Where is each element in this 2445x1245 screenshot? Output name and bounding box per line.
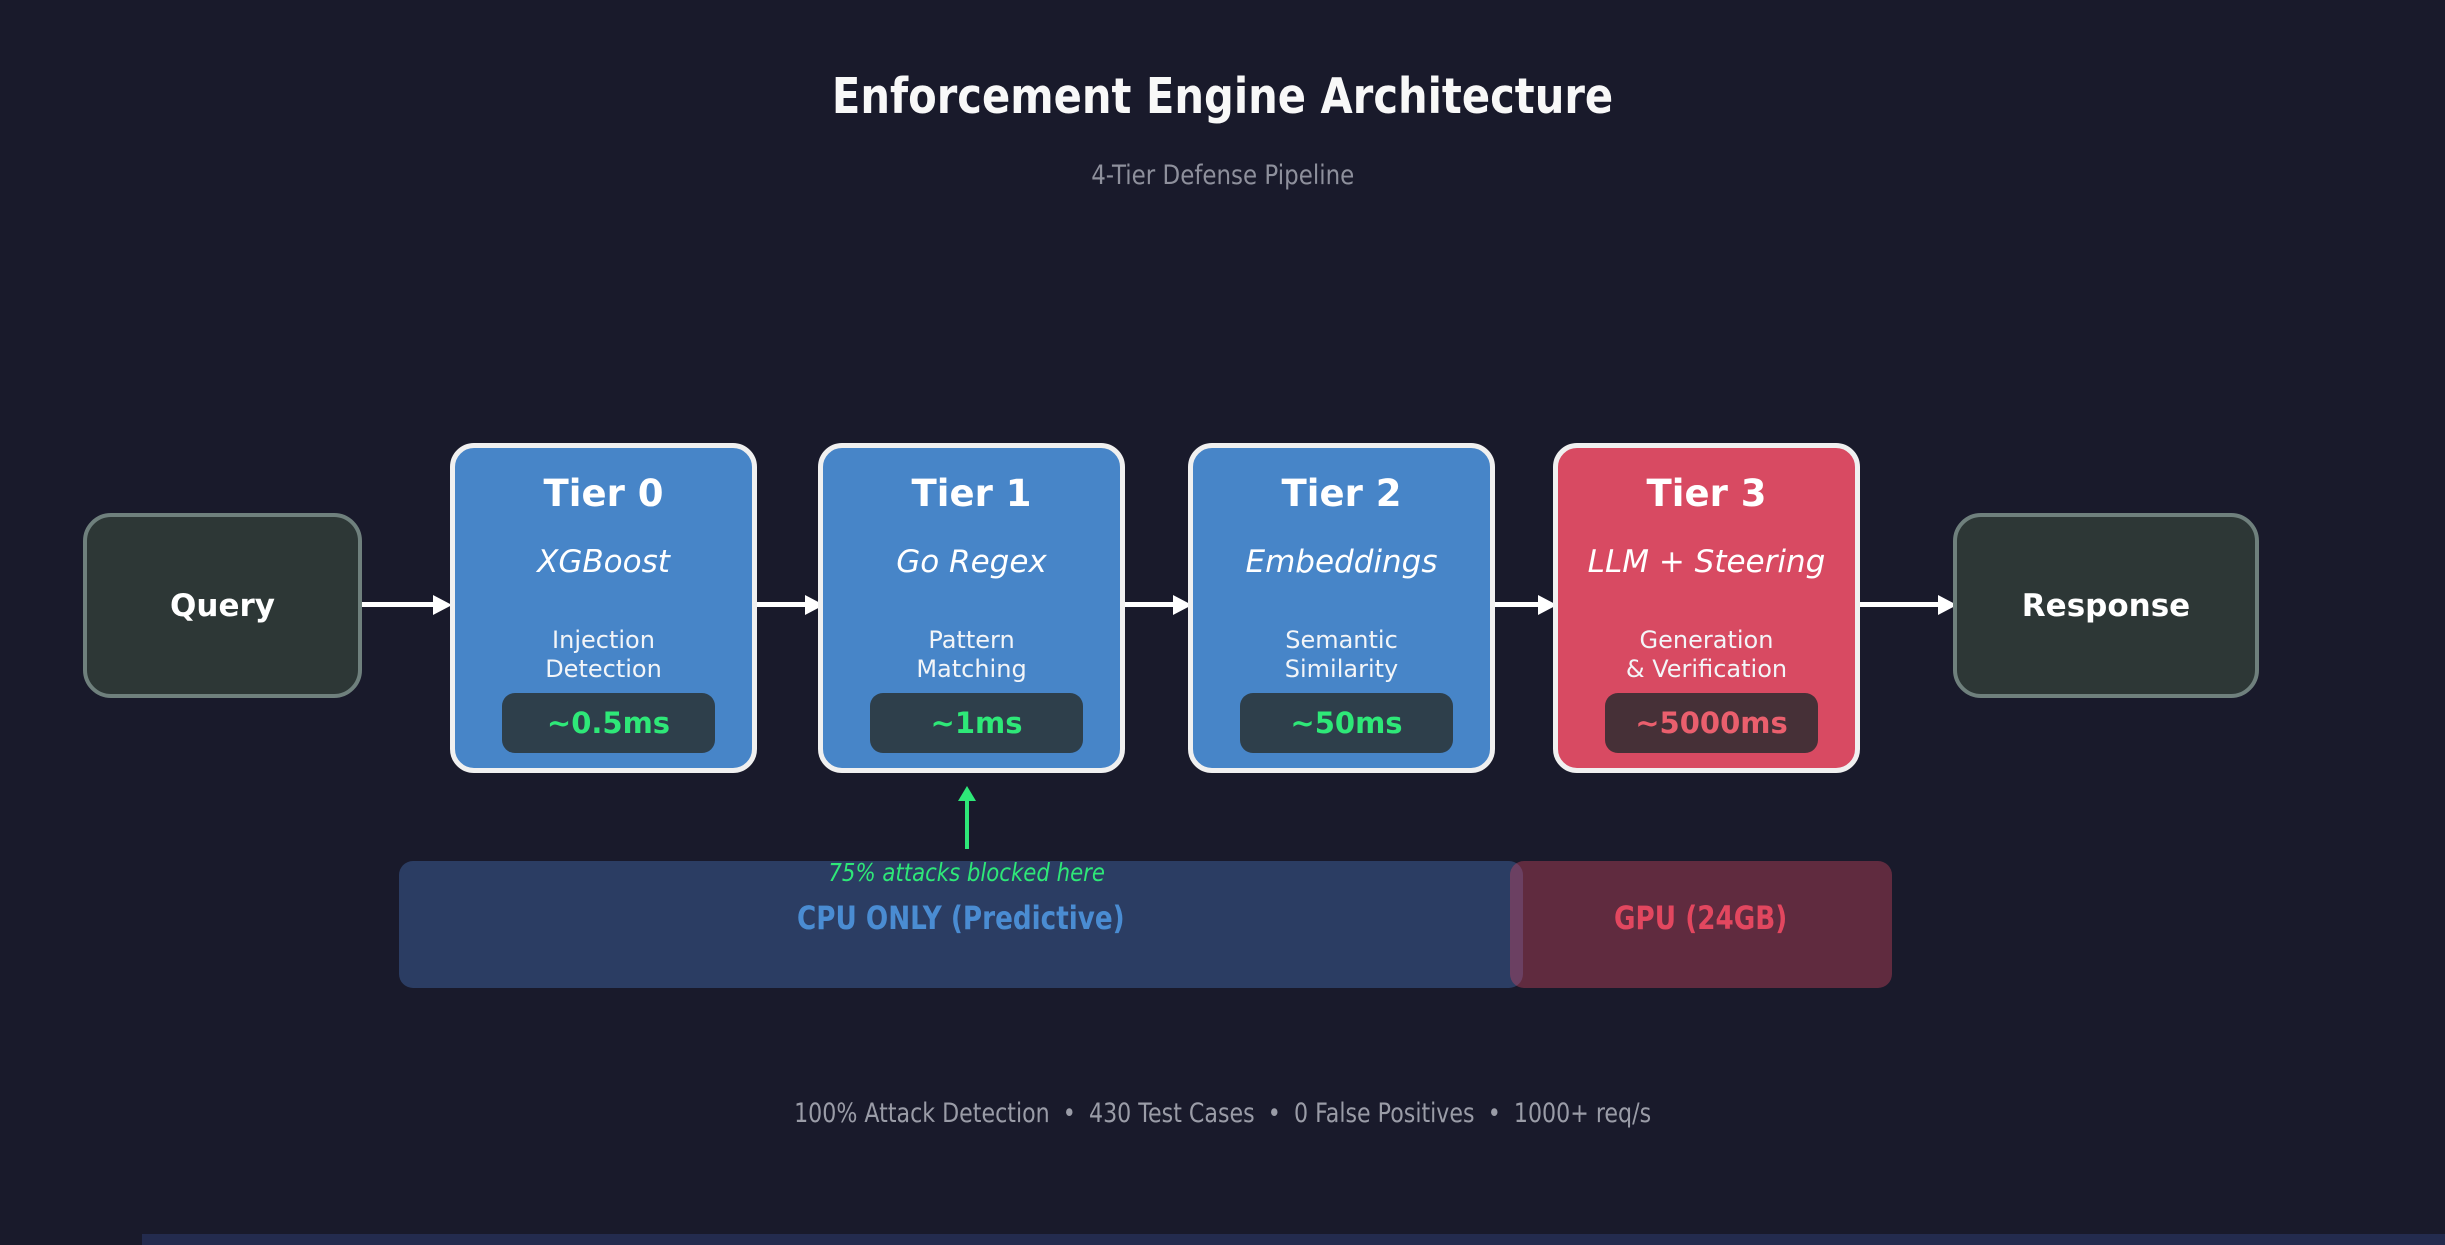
arrow-tier1-to-tier2 bbox=[1120, 594, 1192, 615]
tier-1-tech: Go Regex bbox=[896, 544, 1047, 580]
stat-separator: • bbox=[1062, 1098, 1076, 1129]
tier-1-name: Tier 1 bbox=[911, 472, 1032, 515]
tier-0-name: Tier 0 bbox=[543, 472, 664, 515]
tier-2-tech: Embeddings bbox=[1245, 544, 1438, 580]
tier-0-desc: Injection Detection bbox=[545, 626, 662, 683]
tier-1-desc: Pattern Matching bbox=[916, 626, 1027, 683]
tier-0-node: Tier 0 XGBoost Injection Detection ~0.5m… bbox=[450, 443, 757, 773]
query-node: Query bbox=[83, 513, 362, 698]
arrow-query-to-tier0 bbox=[356, 594, 452, 615]
page-subtitle: 4-Tier Defense Pipeline bbox=[1090, 160, 1355, 191]
query-node-label: Query bbox=[170, 587, 275, 624]
cpu-band-label: CPU ONLY (Predictive) bbox=[797, 899, 1125, 937]
tier-1-latency-badge: ~1ms bbox=[870, 693, 1083, 753]
stat-throughput: 1000+ req/s bbox=[1513, 1098, 1652, 1129]
gpu-band bbox=[1510, 861, 1892, 988]
cpu-band bbox=[399, 861, 1523, 988]
blocked-here-annotation: 75% attacks blocked here bbox=[828, 858, 1106, 887]
tier-2-latency-badge: ~50ms bbox=[1240, 693, 1453, 753]
blocked-here-arrowhead-icon bbox=[958, 786, 976, 801]
arrowhead-icon bbox=[1938, 594, 1957, 615]
arrow-tier0-to-tier1 bbox=[752, 594, 824, 615]
stat-separator: • bbox=[1487, 1098, 1501, 1129]
gpu-band-label: GPU (24GB) bbox=[1614, 899, 1788, 937]
tier-2-desc: Semantic Similarity bbox=[1284, 626, 1399, 683]
tier-3-node: Tier 3 LLM + Steering Generation & Verif… bbox=[1553, 443, 1860, 773]
tier-0-latency-badge: ~0.5ms bbox=[502, 693, 715, 753]
arrowhead-icon bbox=[1538, 594, 1557, 615]
tier-1-node: Tier 1 Go Regex Pattern Matching ~1ms bbox=[818, 443, 1125, 773]
arrow-tier2-to-tier3 bbox=[1490, 594, 1557, 615]
arrow-tier3-to-response bbox=[1856, 594, 1957, 615]
page-title: Enforcement Engine Architecture bbox=[831, 68, 1614, 125]
stat-separator: • bbox=[1267, 1098, 1281, 1129]
stat-test-cases: 430 Test Cases bbox=[1088, 1098, 1255, 1129]
response-node: Response bbox=[1953, 513, 2259, 698]
arrowhead-icon bbox=[433, 594, 452, 615]
bottom-window-edge bbox=[142, 1234, 2445, 1245]
tier-3-name: Tier 3 bbox=[1646, 472, 1767, 515]
tier-0-tech: XGBoost bbox=[537, 544, 670, 580]
tier-3-tech: LLM + Steering bbox=[1587, 544, 1826, 580]
stat-attack-detection: 100% Attack Detection bbox=[793, 1098, 1050, 1129]
stats-footer: 100% Attack Detection • 430 Test Cases • 0 F… bbox=[0, 1098, 2445, 1129]
response-node-label: Response bbox=[2021, 587, 2191, 624]
tier-3-desc: Generation & Verification bbox=[1625, 626, 1788, 683]
tier-2-name: Tier 2 bbox=[1281, 472, 1402, 515]
tier-3-latency-badge: ~5000ms bbox=[1605, 693, 1818, 753]
arrowhead-icon bbox=[1173, 594, 1192, 615]
tier-2-node: Tier 2 Embeddings Semantic Similarity ~5… bbox=[1188, 443, 1495, 773]
stat-false-positives: 0 False Positives bbox=[1293, 1098, 1475, 1129]
blocked-here-arrow bbox=[965, 799, 969, 849]
